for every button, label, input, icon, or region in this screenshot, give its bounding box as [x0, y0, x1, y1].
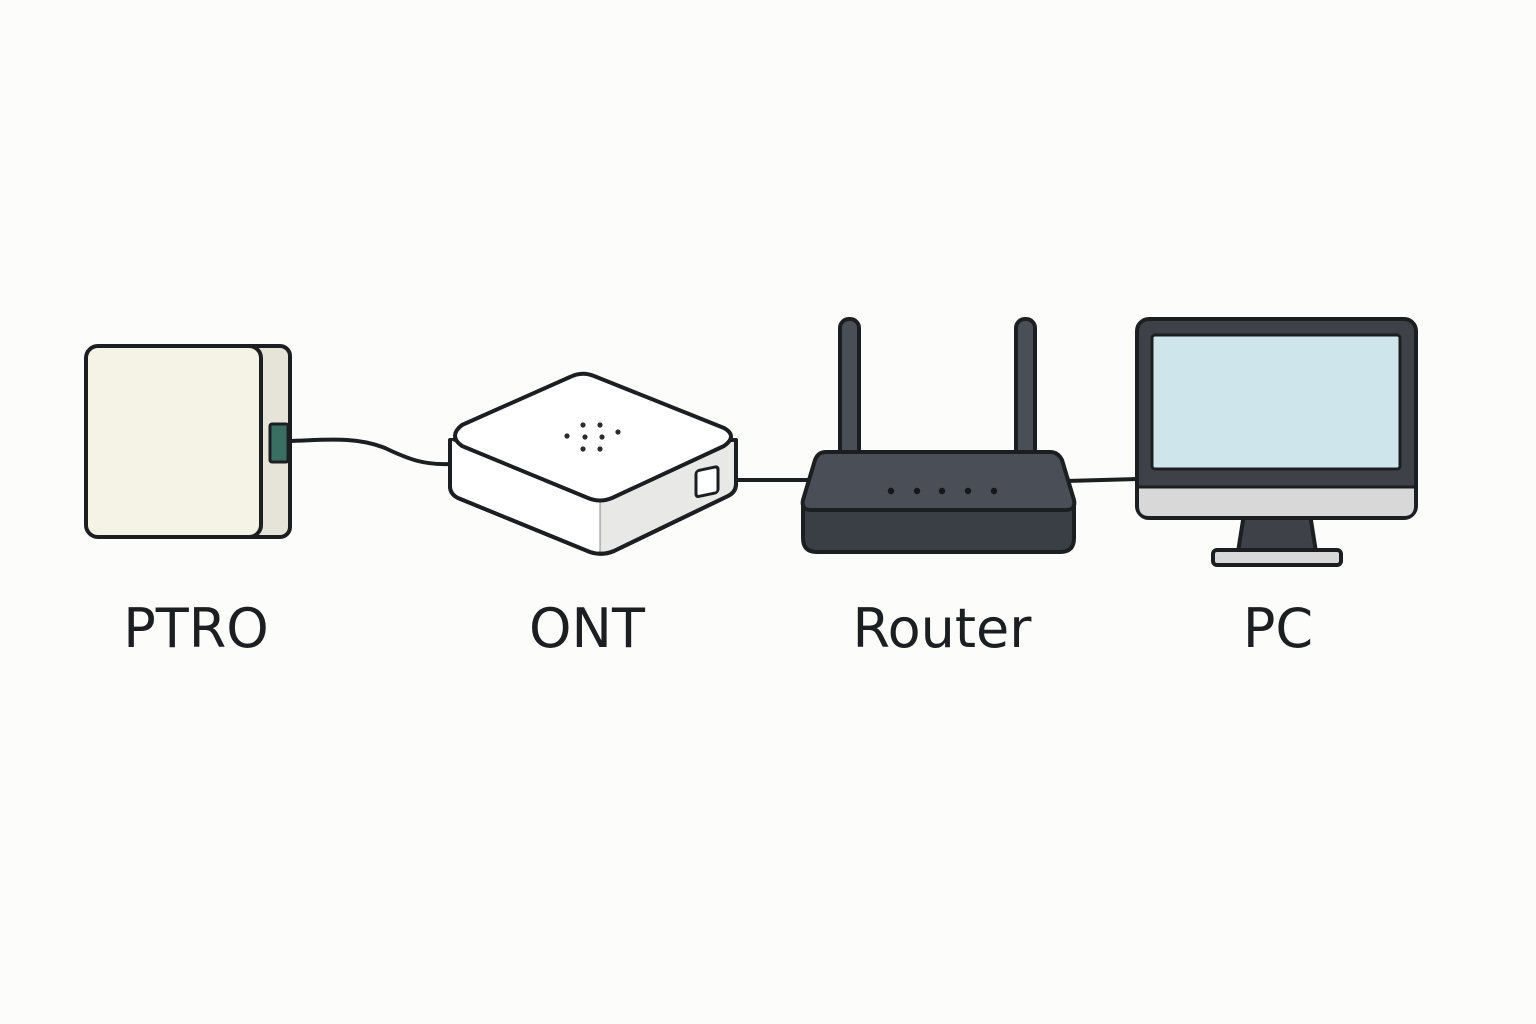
pc-icon	[1135, 317, 1418, 567]
cable-router-pc	[1064, 477, 1140, 483]
connection-cables	[286, 437, 1140, 483]
ont-vent-dots	[564, 422, 621, 452]
pc-label: PC	[1242, 597, 1314, 660]
ont-label: ONT	[529, 597, 645, 660]
cable-ptro-ont	[286, 437, 452, 467]
router-label: Router	[852, 597, 1032, 660]
ont-icon	[448, 371, 738, 556]
ptro-icon	[84, 344, 292, 539]
router-icon	[800, 317, 1077, 554]
ptro-label: PTRO	[123, 597, 269, 660]
router-status-leds	[887, 487, 998, 495]
